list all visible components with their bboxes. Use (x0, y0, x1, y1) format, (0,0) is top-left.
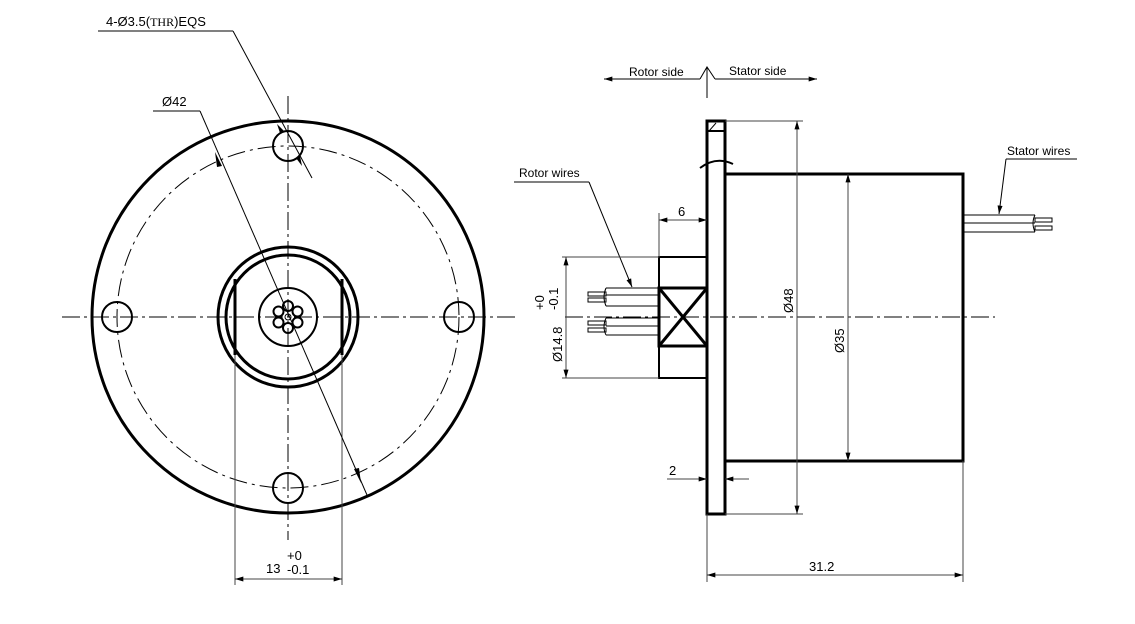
flange-thickness-value: 2 (669, 463, 676, 478)
flat-width-value: 13 (266, 561, 280, 576)
rotor-length-value: 6 (678, 204, 685, 219)
front-view: 13 +0 -0.1 Ø42 4-Ø3.5(THR)EQS (62, 14, 515, 585)
rotor-diameter-text: Ø14.8 +0 -0.1 (532, 288, 565, 362)
bolt-circle-label: Ø42 (162, 94, 187, 109)
flange-hatch (708, 122, 717, 132)
stator-wires-label: Stator wires (1007, 144, 1070, 158)
stator-wire (963, 214, 1053, 233)
bolt-circle (116, 145, 460, 489)
rotor-diameter-value: Ø14.8 (550, 327, 565, 362)
rotor-diameter-tol-upper: +0 (532, 295, 547, 310)
rotor-diameter-tol-lower: -0.1 (546, 288, 561, 310)
hole-callout-label: 4-Ø3.5(THR)EQS (106, 14, 206, 29)
bore-circle (258, 287, 318, 347)
bolt-circle-arrow-bottom (354, 468, 361, 483)
rotor-wire-upper (587, 287, 659, 307)
rotor-side-label: Rotor side (629, 65, 684, 79)
hole-callout-arrow-bottom (296, 156, 302, 166)
bolt-circle-arrow-top (215, 152, 222, 167)
body-diameter-value: Ø35 (832, 328, 847, 353)
flange-diameter-value: Ø48 (781, 288, 796, 313)
bolt-circle-dimension-line (199, 110, 368, 496)
hole-callout-arrow-top (277, 124, 284, 133)
flat-width-tol-upper: +0 (287, 548, 302, 563)
rotor-wires-label: Rotor wires (519, 166, 580, 180)
stator-wires-leader (997, 158, 1007, 215)
break-mark (699, 159, 734, 169)
bearing-cross-b (657, 287, 709, 347)
stator-side-label: Stator side (729, 64, 787, 78)
rotor-wire-lower (587, 317, 659, 336)
side-view: Rotor side Stator side (514, 64, 1077, 582)
flat-width-tol-lower: -0.1 (287, 562, 309, 577)
hub-outer (216, 245, 360, 389)
overall-length-value: 31.2 (809, 559, 834, 574)
mounting-hole-left (101, 301, 133, 333)
flange-outline (90, 119, 486, 515)
mounting-hole-bottom (272, 472, 304, 504)
rotor-wires-leader (588, 181, 633, 288)
mounting-hole-top (272, 130, 304, 162)
hole-callout-leader (232, 30, 313, 179)
wire-bundle (272, 300, 304, 334)
rotor-bearing (657, 286, 709, 348)
stator-body (725, 172, 965, 463)
mounting-hole-right (443, 301, 475, 333)
hub-inner (224, 253, 352, 381)
